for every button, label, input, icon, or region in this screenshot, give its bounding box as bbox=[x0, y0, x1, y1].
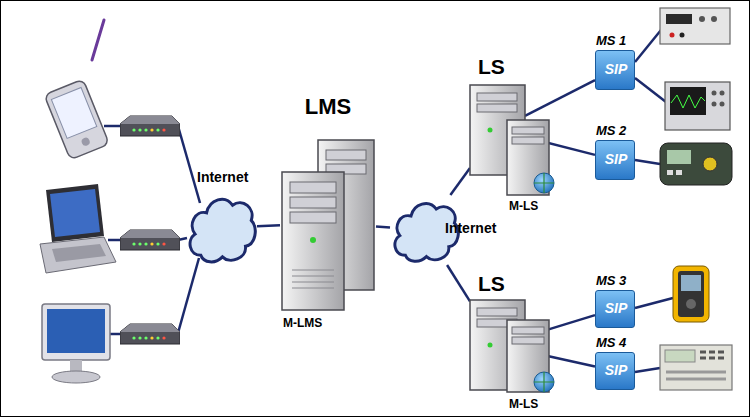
node-label: Internet bbox=[445, 221, 496, 236]
node-label: LMS bbox=[280, 95, 376, 119]
stylus bbox=[92, 20, 104, 60]
cloud-outline bbox=[190, 199, 255, 262]
network-link bbox=[525, 80, 595, 116]
modem-icon bbox=[120, 324, 180, 344]
network-link bbox=[376, 226, 390, 227]
modem-icon bbox=[120, 230, 180, 250]
tester-icon bbox=[660, 143, 732, 185]
node-label: MS 3 bbox=[596, 274, 626, 288]
network-link bbox=[447, 265, 470, 301]
oscilloscope-icon bbox=[665, 82, 730, 130]
server-icon bbox=[282, 140, 374, 310]
cloud-shape bbox=[185, 190, 257, 266]
node-sublabel: M-LMS bbox=[283, 317, 322, 330]
node-label: M-LS bbox=[509, 398, 538, 411]
pda-icon bbox=[44, 79, 109, 160]
switch-box: MS 2SIP bbox=[595, 140, 635, 180]
node-label: MS 2 bbox=[596, 124, 626, 138]
server-box: M-LS bbox=[507, 120, 549, 195]
node-label: Internet bbox=[197, 170, 248, 185]
wire bbox=[104, 30, 673, 372]
switch-box: MS 1SIP bbox=[595, 50, 635, 90]
node-label: LS bbox=[478, 55, 505, 78]
node-label: M-LS bbox=[509, 200, 538, 213]
node-sublabel: SIP bbox=[596, 301, 636, 316]
switch-box: MS 4SIP bbox=[595, 352, 635, 390]
monitor-icon bbox=[42, 304, 110, 383]
server-box: M-LS bbox=[507, 320, 549, 395]
modem-icon bbox=[120, 116, 180, 136]
node-label: MS 4 bbox=[596, 336, 626, 350]
server-box: LS bbox=[470, 85, 525, 175]
network-link bbox=[257, 225, 280, 226]
server-icon bbox=[470, 85, 554, 195]
node-label: MS 1 bbox=[596, 34, 626, 48]
node-sublabel: SIP bbox=[596, 152, 636, 167]
handheld-meter-icon bbox=[673, 266, 709, 322]
server-group: LMSM-LMS bbox=[280, 135, 376, 311]
calibrator-icon bbox=[660, 345, 732, 390]
node-sublabel: SIP bbox=[596, 363, 636, 378]
power-supply-icon bbox=[660, 8, 730, 44]
network-link bbox=[450, 168, 470, 195]
laptop-icon bbox=[40, 184, 116, 273]
internet-cloud: Internet bbox=[390, 195, 460, 265]
node-label: LS bbox=[478, 272, 505, 295]
internet-cloud: Internet bbox=[185, 190, 257, 266]
switch-box: MS 3SIP bbox=[595, 290, 635, 328]
node-sublabel: SIP bbox=[596, 62, 636, 77]
server-box: LS bbox=[470, 300, 525, 390]
server-icon bbox=[470, 300, 554, 392]
